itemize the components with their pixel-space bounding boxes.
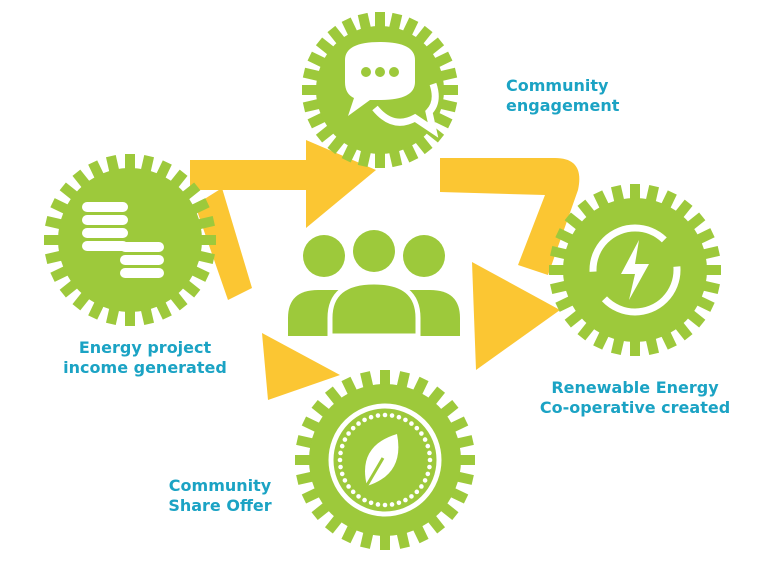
arrow-engagement-to-renewable (440, 158, 580, 275)
label-renewable-coop: Renewable Energy Co-operative created (520, 378, 750, 418)
arrowhead-to-engagement (306, 140, 376, 228)
label-line: Community (168, 476, 272, 495)
flow-arrows (190, 140, 580, 400)
gear-engagement (302, 12, 458, 168)
label-community-engagement: Community engagement (506, 76, 619, 116)
label-line: Co-operative created (539, 398, 731, 417)
label-line: Energy project (78, 338, 212, 357)
coins-icon (82, 202, 164, 278)
gear-income (44, 154, 216, 326)
label-income-generated: Energy project income generated (50, 338, 240, 378)
label-line: engagement (506, 96, 620, 115)
gear-renewable (549, 184, 721, 356)
speech-bubbles-icon (345, 42, 439, 138)
people-group-icon (288, 230, 460, 339)
label-line: Share Offer (168, 496, 272, 515)
renewable-energy-icon (589, 224, 681, 316)
gear-share (295, 370, 475, 550)
arrow-income-to-engagement (190, 160, 320, 190)
label-line: Community (506, 76, 609, 95)
leaf-icon (328, 403, 442, 517)
arrow-income-to-share (195, 188, 252, 300)
arrowhead-to-renewable (472, 262, 560, 370)
label-line: income generated (63, 358, 227, 377)
arrowhead-to-share (262, 333, 340, 400)
label-line: Renewable Energy (551, 378, 719, 397)
label-share-offer: Community Share Offer (150, 476, 290, 516)
